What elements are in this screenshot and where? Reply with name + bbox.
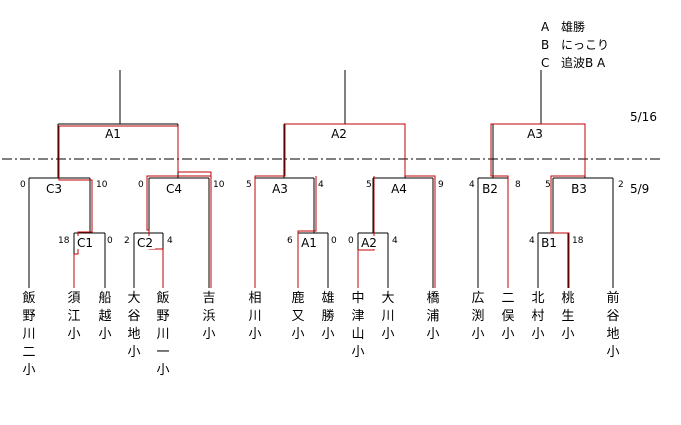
score-a2-low-right: 4: [392, 236, 398, 246]
team-name: 北村小: [531, 291, 544, 342]
legend-label-c: 追波B A: [561, 55, 606, 70]
winner-path-a2-low: [357, 176, 375, 288]
team-name: 中津山小: [351, 291, 364, 360]
winner-paths: [58, 123, 586, 288]
match-c2: C2: [137, 236, 153, 250]
team-name: 桃生小: [561, 291, 574, 342]
legend-key-b: B: [541, 38, 549, 52]
score-a3-low-left: 5: [246, 180, 252, 190]
score-a4-left: 5: [366, 180, 372, 190]
team-name: 大谷地小: [127, 291, 140, 360]
match-c4: C4: [166, 182, 182, 196]
bracket-line-b3: [552, 177, 614, 288]
score-c2-left: 2: [124, 236, 130, 246]
match-a2-low: A2: [361, 236, 377, 250]
winner-path-c-block: [58, 125, 212, 288]
legend-key-a: A: [541, 20, 550, 34]
match-b2: B2: [482, 182, 498, 196]
winner-path-c2: [146, 175, 211, 288]
score-b2-right: 8: [515, 180, 521, 190]
match-a3-low: A3: [272, 182, 288, 196]
match-a2-top: A2: [331, 127, 347, 141]
score-a2-low-left: 0: [348, 236, 354, 246]
team-names: 飯野川二小 須江小 船越小 大谷地小 飯野川一小 吉浜小 相川小 鹿又小 雄勝小…: [22, 290, 619, 378]
match-b1: B1: [541, 236, 557, 250]
lower-bracket-lines: [28, 177, 614, 288]
match-b3: B3: [571, 182, 587, 196]
score-a1-low-right: 0: [331, 236, 337, 246]
score-b1-right: 18: [572, 236, 584, 246]
team-name: 大川小: [381, 291, 394, 342]
score-a1-low-left: 6: [287, 236, 293, 246]
score-c1-left: 18: [58, 236, 70, 246]
team-name: 広渕小: [471, 291, 484, 342]
score-c3-left: 0: [20, 180, 26, 190]
match-a1-low: A1: [301, 236, 317, 250]
score-c3-right: 10: [96, 180, 108, 190]
legend: A 雄勝 B にっこり C 追波B A: [541, 19, 609, 70]
team-name: 鹿又小: [291, 290, 304, 342]
team-name: 橋浦小: [426, 291, 439, 342]
team-name: 吉浜小: [202, 291, 215, 342]
legend-label-b: にっこり: [561, 38, 609, 52]
team-name: 須江小: [67, 291, 80, 342]
date-lower: 5/9: [630, 182, 649, 196]
match-a1-top: A1: [105, 127, 121, 141]
winner-path-a1-low: [297, 176, 317, 288]
team-name: 飯野川一小: [156, 291, 169, 378]
score-c1-right: 0: [107, 236, 113, 246]
score-a4-right: 9: [438, 180, 444, 190]
score-b3-left: 5: [545, 180, 551, 190]
score-c4-right: 10: [213, 180, 225, 190]
match-a3-top: A3: [527, 127, 543, 141]
winner-path-a-block: [254, 123, 436, 288]
score-c2-right: 4: [167, 236, 173, 246]
score-b2-left: 4: [469, 180, 475, 190]
score-c4-left: 0: [138, 180, 144, 190]
team-name: 相川小: [248, 291, 261, 342]
match-a4: A4: [391, 182, 407, 196]
match-c3: C3: [46, 182, 62, 196]
team-name: 前谷地小: [606, 290, 619, 360]
match-c1: C1: [77, 236, 93, 250]
date-upper: 5/16: [630, 110, 657, 124]
bracket-line-c4: [148, 177, 210, 288]
team-name: 雄勝小: [321, 291, 334, 342]
winner-path-b-block: [490, 123, 586, 288]
score-a3-low-right: 4: [318, 180, 324, 190]
bracket-line-a4: [372, 177, 434, 288]
legend-key-c: C: [541, 56, 549, 70]
score-b1-left: 4: [529, 236, 535, 246]
legend-label-a: 雄勝: [561, 19, 585, 34]
team-name: 船越小: [98, 291, 111, 342]
team-name: 飯野川二小: [22, 291, 35, 378]
score-b3-right: 2: [618, 180, 624, 190]
bracket-line-a1-top: [57, 70, 179, 178]
team-name: 二俣小: [501, 291, 514, 342]
match-scores: 0 10 0 10 18 0 2 4 5 4 6 0 0 4 5 9 4 8 5…: [20, 180, 624, 246]
match-labels: A1 A2 A3 C3 C4 C1 C2 A3 A4 A1 A2 B2 B3 B…: [44, 127, 589, 250]
